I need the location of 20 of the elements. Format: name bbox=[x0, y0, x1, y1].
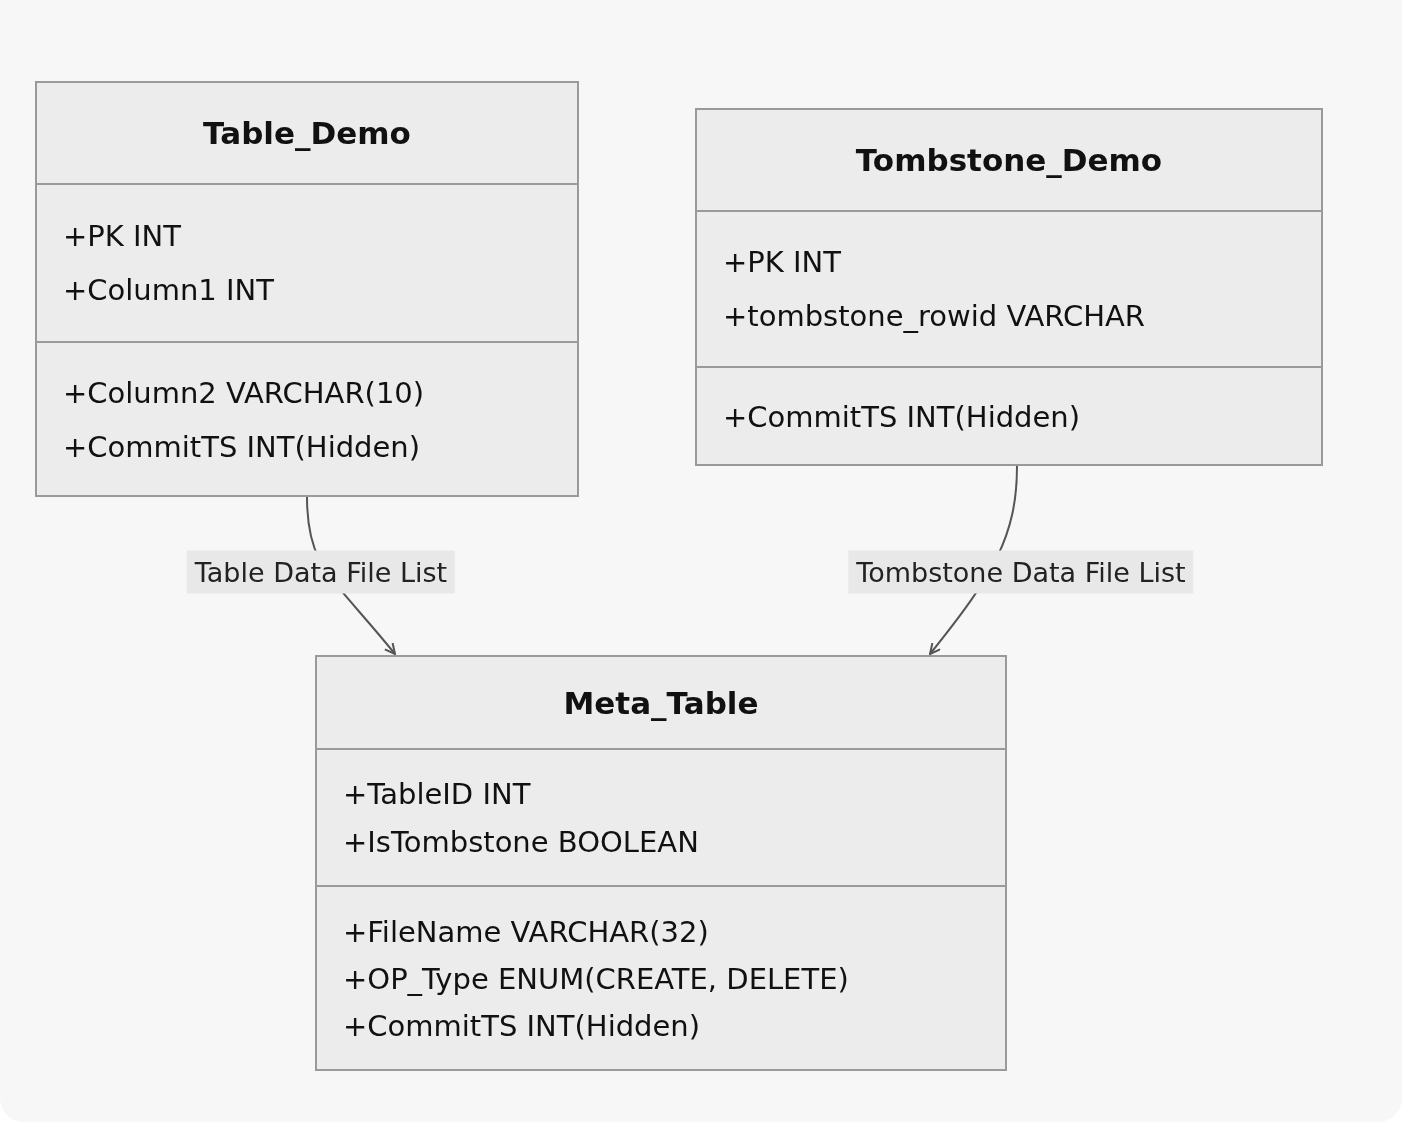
member-text: +CommitTS INT(Hidden) bbox=[63, 429, 421, 466]
member-text: +tombstone_rowid VARCHAR bbox=[723, 298, 1145, 335]
member-text: +CommitTS INT(Hidden) bbox=[343, 1007, 701, 1045]
member-text: +PK INT bbox=[723, 244, 841, 281]
class-name: Tombstone_Demo bbox=[855, 142, 1163, 178]
member-text: +Column1 INT bbox=[63, 272, 274, 309]
member-text: +FileName VARCHAR(32) bbox=[343, 913, 709, 951]
member-text: +CommitTS INT(Hidden) bbox=[723, 399, 1081, 436]
class-box bbox=[695, 108, 1323, 466]
member-text: +PK INT bbox=[63, 218, 181, 255]
member-text: +TableID INT bbox=[343, 775, 531, 813]
member-text: +OP_Type ENUM(CREATE, DELETE) bbox=[343, 960, 849, 998]
edge-label: Table Data File List bbox=[186, 550, 456, 594]
edge-label: Tombstone Data File List bbox=[848, 550, 1194, 594]
member-text: +Column2 VARCHAR(10) bbox=[63, 375, 425, 412]
class-box bbox=[315, 655, 1007, 1071]
member-text: +IsTombstone BOOLEAN bbox=[343, 823, 699, 861]
class-box bbox=[35, 81, 579, 497]
class-name: Table_Demo bbox=[203, 115, 411, 151]
class-name: Meta_Table bbox=[563, 684, 759, 721]
